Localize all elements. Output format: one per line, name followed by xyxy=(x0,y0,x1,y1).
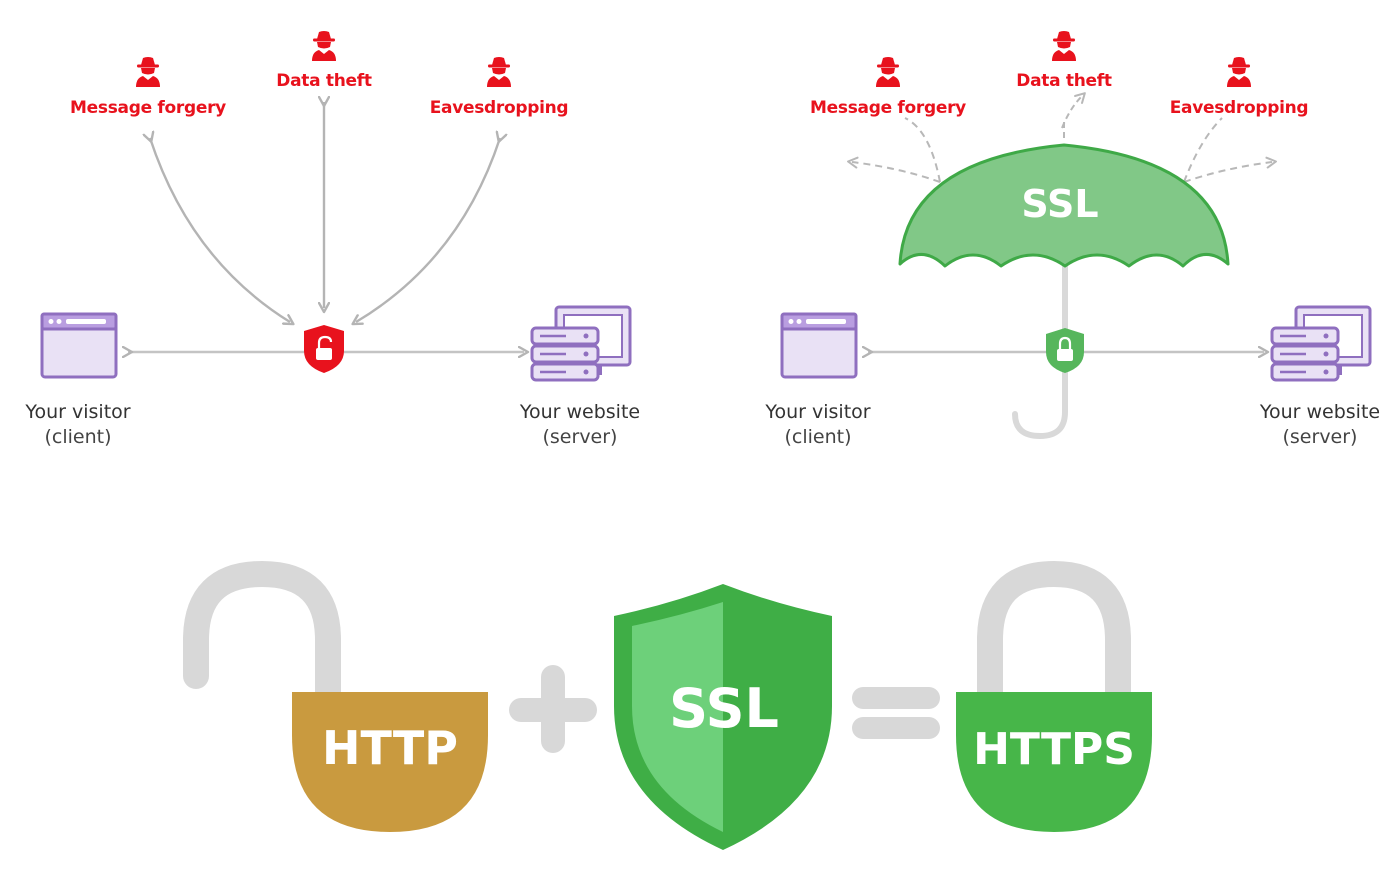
closed-shackle-icon xyxy=(977,560,1131,707)
open-shackle-icon xyxy=(183,560,341,707)
threat-label-eavesdropping: Eavesdropping xyxy=(430,98,569,118)
panel-unprotected: Message forgery Data theft Eavesdropping xyxy=(24,31,640,448)
ssl-label: SSL xyxy=(669,677,779,740)
ssl-shield-icon xyxy=(614,584,832,850)
hacker-icon-message-forgery xyxy=(136,57,160,87)
https-lock-body xyxy=(956,692,1152,832)
deflected-arrow-eavesdropping-up xyxy=(1183,117,1223,183)
http-label: HTTP xyxy=(322,721,458,775)
equals-icon xyxy=(852,687,940,739)
hacker-icon-eavesdropping xyxy=(1227,57,1251,87)
umbrella-handle xyxy=(1012,259,1068,440)
ssl-umbrella-icon xyxy=(898,143,1230,268)
client-title: Your visitor xyxy=(24,401,130,423)
threat-label-data-theft: Data theft xyxy=(276,71,372,91)
red-open-padlock-shield-icon xyxy=(304,325,344,373)
client-browser-icon xyxy=(40,312,118,379)
threat-label-message-forgery: Message forgery xyxy=(70,98,226,118)
deflected-arrow-data-theft xyxy=(1061,92,1086,129)
client-subtitle: (client) xyxy=(784,426,851,448)
threat-label-data-theft: Data theft xyxy=(1016,71,1112,91)
http-lock-body xyxy=(292,692,488,832)
hacker-icon-data-theft xyxy=(1052,31,1076,61)
server-icon xyxy=(530,305,632,382)
threat-arrow-eavesdropping xyxy=(356,138,500,322)
deflected-arrow-message-forgery-side xyxy=(847,156,941,183)
client-subtitle: (client) xyxy=(44,426,111,448)
deflected-arrow-eavesdropping-side xyxy=(1183,156,1277,183)
threat-label-eavesdropping: Eavesdropping xyxy=(1170,98,1309,118)
client-title: Your visitor xyxy=(764,401,870,423)
server-subtitle: (server) xyxy=(1283,426,1358,448)
panel-protected: Message forgery Data theft Eavesdropping… xyxy=(764,31,1380,448)
hacker-icon-eavesdropping xyxy=(487,57,511,87)
equation-row: HTTP SSL HTTPS xyxy=(183,560,1152,850)
https-label: HTTPS xyxy=(973,724,1135,775)
server-title: Your website xyxy=(1259,401,1380,423)
threat-arrow-message-forgery xyxy=(150,138,290,322)
green-closed-padlock-shield-icon xyxy=(1046,328,1084,373)
threat-label-message-forgery: Message forgery xyxy=(810,98,966,118)
server-icon xyxy=(1270,305,1372,382)
hacker-icon-message-forgery xyxy=(876,57,900,87)
hacker-icon-data-theft xyxy=(312,31,336,61)
server-subtitle: (server) xyxy=(543,426,618,448)
umbrella-ssl-label: SSL xyxy=(1021,182,1098,226)
plus-icon xyxy=(509,665,597,753)
client-browser-icon xyxy=(780,312,858,379)
server-title: Your website xyxy=(519,401,640,423)
deflected-arrow-message-forgery-up xyxy=(904,117,941,183)
